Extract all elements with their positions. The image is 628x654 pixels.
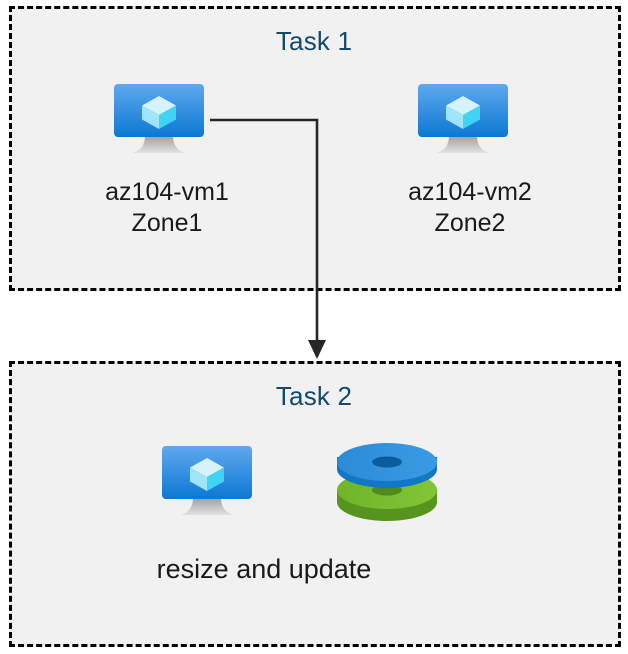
vm2-name: az104-vm2 bbox=[408, 178, 532, 206]
managed-disks-icon bbox=[337, 443, 437, 521]
vm1-name: az104-vm1 bbox=[105, 178, 229, 206]
virtual-machine-icon-task2 bbox=[162, 446, 252, 515]
task2-caption: resize and update bbox=[156, 554, 372, 584]
task2-title: Task 2 bbox=[275, 381, 353, 411]
task2-group-box bbox=[9, 361, 621, 647]
virtual-machine-icon-vm1 bbox=[114, 84, 204, 153]
virtual-machine-icon-vm2 bbox=[418, 84, 508, 153]
vm1-zone: Zone1 bbox=[131, 209, 203, 237]
vm1-label: az104-vm1 Zone1 bbox=[47, 177, 287, 239]
vm2-label: az104-vm2 Zone2 bbox=[350, 177, 590, 239]
task1-title: Task 1 bbox=[275, 26, 353, 56]
vm2-zone: Zone2 bbox=[434, 209, 506, 237]
